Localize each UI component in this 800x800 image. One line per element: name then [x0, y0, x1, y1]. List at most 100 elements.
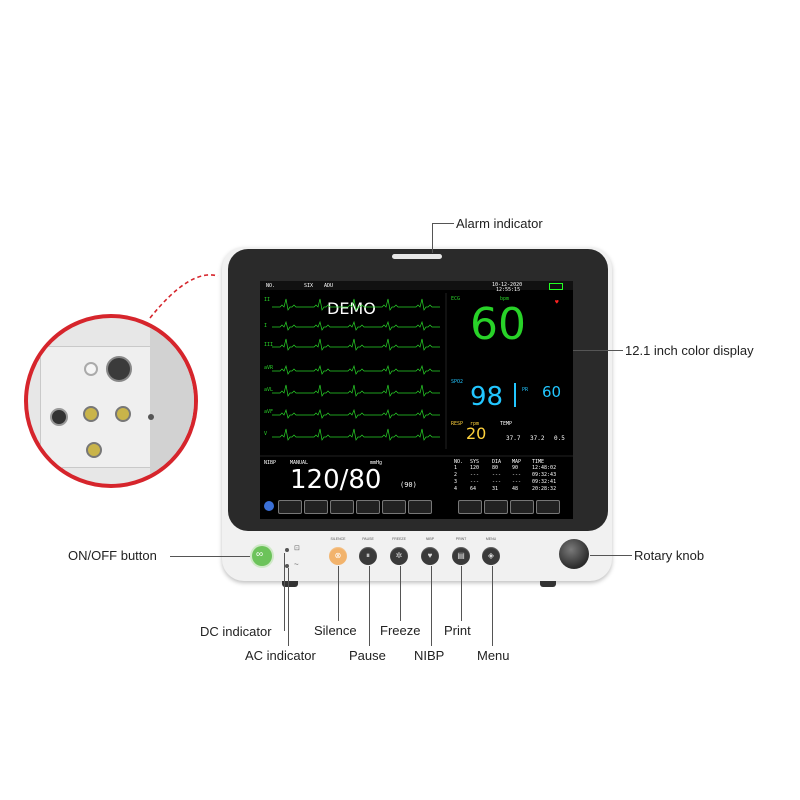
freeze-caption: FREEZE	[392, 537, 406, 541]
softkey-button[interactable]	[330, 500, 354, 514]
table-header: NO. SYS DIA MAP TIME	[454, 459, 572, 465]
prev-page-icon[interactable]	[264, 501, 274, 511]
spo2-port-icon	[50, 408, 68, 426]
foot-right	[540, 581, 556, 587]
leader-rotary	[590, 555, 632, 556]
lead-label: aVR	[264, 365, 274, 371]
manual-label: MANUAL	[290, 460, 309, 466]
heart-rate-value: 60	[470, 299, 526, 350]
table-cell: ---	[470, 479, 480, 485]
table-cell: ---	[512, 479, 522, 485]
softkey-button[interactable]	[408, 500, 432, 514]
nibp-caption: NIBP	[425, 537, 435, 541]
alarm-indicator-light	[392, 254, 442, 259]
lead-label: II	[264, 297, 271, 303]
table-cell: 12:48:02	[532, 465, 557, 471]
softkey-button[interactable]	[536, 500, 560, 514]
silence-caption: SILENCE	[330, 537, 346, 541]
connector-inset	[24, 314, 198, 488]
bed-label: NO.	[266, 283, 276, 289]
label-pause: Pause	[349, 648, 386, 663]
ac-symbol-icon: ~	[294, 560, 299, 569]
label-rotary: Rotary knob	[634, 548, 705, 563]
power-icon: ∞	[256, 549, 264, 560]
temp-delta-value: 0.5	[554, 435, 565, 442]
leader-dc	[284, 553, 285, 631]
pause-caption: PAUSE	[362, 537, 374, 541]
silence-button[interactable]: ⊗	[329, 547, 347, 565]
table-cell: 120	[470, 465, 480, 471]
label-onoff: ON/OFF button	[68, 548, 157, 563]
softkey-button[interactable]	[484, 500, 508, 514]
table-cell: ---	[492, 479, 502, 485]
label-dc: DC indicator	[200, 624, 272, 639]
label-silence: Silence	[314, 623, 357, 638]
softkey-button[interactable]	[278, 500, 302, 514]
time-label: 12:55:15	[496, 287, 521, 293]
menu-button[interactable]: ◈	[482, 547, 500, 565]
table-cell: 09:32:43	[532, 472, 557, 478]
temp-port-1-icon	[83, 406, 99, 422]
display-screen: NO. SIX ADU 10-12-2020 12:55:15 DEMO II …	[260, 281, 573, 519]
nibp-label: NIBP	[264, 460, 277, 466]
table-header-cell: MAP	[512, 459, 522, 465]
ecg-waveform	[272, 338, 440, 351]
table-header-cell: TIME	[532, 459, 545, 465]
temp-port-2-icon	[115, 406, 131, 422]
softkey-button[interactable]	[382, 500, 406, 514]
table-cell: 4	[454, 486, 458, 492]
foot-left	[282, 581, 298, 587]
mmhg-label: mmHg	[370, 460, 383, 466]
device-side	[150, 328, 194, 484]
ecg-waveform	[272, 298, 440, 311]
freeze-button[interactable]: ✲	[390, 547, 408, 565]
leader-print	[461, 566, 462, 621]
ecg-waveform	[272, 428, 440, 441]
menu-caption: MENU	[485, 537, 497, 541]
nibp-value: 120/80	[290, 465, 382, 495]
lead-label: III	[264, 342, 274, 348]
table-row: 2---------09:32:43	[454, 472, 572, 479]
table-cell: ---	[492, 472, 502, 478]
pr-value: 60	[542, 383, 562, 401]
leader-display	[573, 350, 623, 351]
temp2-value: 37.2	[530, 435, 545, 442]
print-button[interactable]: ▤	[452, 547, 470, 565]
softkey-button[interactable]	[458, 500, 482, 514]
leader-menu	[492, 566, 493, 646]
ecg-label: ECG	[451, 296, 461, 302]
temp1-value: 37.7	[506, 435, 521, 442]
patient-label: SIX	[304, 283, 314, 289]
leader-silence	[338, 566, 339, 621]
label-menu: Menu	[477, 648, 510, 663]
waveform-area	[260, 293, 573, 457]
round-port-icon	[84, 362, 98, 376]
softkey-button[interactable]	[304, 500, 328, 514]
on-off-button[interactable]: ∞	[252, 546, 272, 566]
ecg-waveform	[272, 364, 440, 375]
leader-ac	[288, 568, 289, 646]
battery-icon	[549, 283, 563, 290]
label-freeze: Freeze	[380, 623, 421, 638]
nibp-button[interactable]: ♥	[421, 547, 439, 565]
ecg-waveform	[272, 320, 440, 331]
softkey-button[interactable]	[356, 500, 380, 514]
softkey-button[interactable]	[510, 500, 534, 514]
pause-button[interactable]: ⏸	[359, 547, 377, 565]
leader-alarm	[432, 223, 454, 224]
rotary-knob[interactable]	[559, 539, 589, 569]
label-ac: AC indicator	[245, 648, 316, 663]
leader-freeze	[400, 566, 401, 621]
ecg-traces	[272, 298, 440, 441]
leader-onoff	[170, 556, 250, 557]
label-nibp: NIBP	[414, 648, 445, 663]
date-label: 10-12-2020	[492, 282, 523, 288]
print-caption: PRINT	[455, 537, 467, 541]
status-bar	[260, 281, 573, 290]
battery-symbol-icon: ⊡	[294, 545, 300, 552]
table-cell: 20:28:32	[532, 486, 557, 492]
table-cell: ---	[512, 472, 522, 478]
